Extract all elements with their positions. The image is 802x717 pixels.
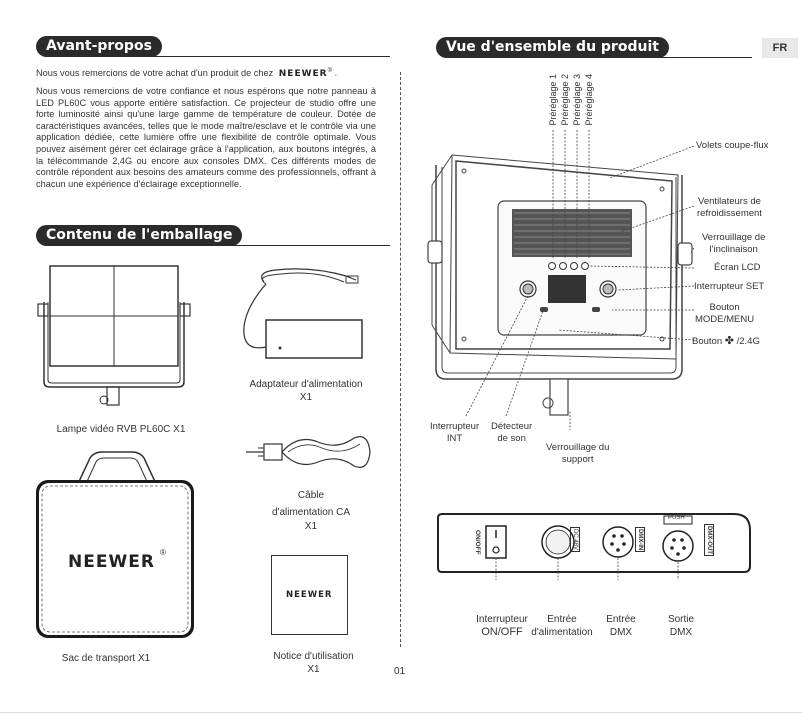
preset-4-label: Préréglage 4 — [584, 74, 594, 126]
dmx-input-caption: Entrée DMX — [596, 613, 646, 639]
lamp-illustration — [37, 265, 191, 406]
bracket-lock-line1: Verrouillage du — [546, 442, 610, 453]
foreword-heading: Avant-propos — [36, 36, 162, 57]
mode-menu-line2: MODE/MENU — [695, 314, 755, 325]
page-number: 01 — [394, 666, 406, 677]
adapter-caption: Adaptateur d'alimentation X1 — [226, 378, 386, 404]
manual-logo: NEEWER — [286, 590, 333, 600]
dmx-input-line2: DMX — [609, 627, 633, 638]
mode-menu-line1: Bouton — [709, 302, 740, 313]
bag-caption: Sac de transport X1 — [61, 653, 151, 664]
page-divider — [400, 72, 401, 647]
mode-menu-button-label: Bouton MODE/MENU — [695, 302, 754, 326]
carrying-bag-illustration — [36, 451, 194, 638]
sound-sensor-line1: Détecteur — [491, 421, 533, 432]
push-label: PUSH — [668, 515, 685, 521]
power-input-line2: d'alimentation — [531, 627, 593, 638]
lamp-caption: Lampe vidéo RVB PL60C X1 — [56, 424, 186, 435]
cable-caption-line3: X1 — [304, 521, 318, 532]
overview-heading: Vue d'ensemble du produit — [436, 37, 669, 58]
int-switch-line1: Interrupteur — [430, 421, 480, 432]
set-switch-label: Interrupteur SET — [694, 281, 765, 292]
int-switch-line2: INT — [446, 433, 463, 444]
neewer-logo-inline: NEEWER — [278, 69, 328, 80]
tilt-lock-label: Verrouillage de l'inclinaison — [702, 232, 765, 256]
dmx-output-line2: DMX — [669, 627, 693, 638]
preset-2-label: Préréglage 2 — [560, 74, 570, 126]
bluetooth-icon: ✤ — [724, 335, 734, 347]
preset-3-label: Préréglage 3 — [572, 74, 582, 126]
cooling-fans-line1: Ventilateurs de — [698, 196, 761, 207]
preset-1-label: Préréglage 1 — [548, 74, 558, 126]
sound-sensor-line2: de son — [497, 433, 526, 444]
manual-caption-line1: Notice d'utilisation — [273, 651, 354, 662]
power-switch-line2: ON/OFF — [481, 626, 523, 638]
manual-caption-line2: X1 — [307, 664, 320, 675]
adapter-caption-line1: Adaptateur d'alimentation — [249, 379, 363, 390]
dmx-output-caption: Sortie DMX — [656, 613, 706, 639]
manual-caption: Notice d'utilisation X1 — [246, 650, 381, 676]
contents-heading: Contenu de l'emballage — [36, 225, 243, 246]
foreword-intro-text: Nous vous remercions de votre achat d'un… — [36, 68, 274, 79]
foreword-paragraph: Nous vous remercions de votre confiance … — [36, 86, 376, 189]
cooling-fans-label: Ventilateurs de refroidissement — [697, 196, 762, 220]
cable-caption-line2: d'alimentation CA — [271, 507, 351, 518]
lcd-screen-label: Écran LCD — [714, 262, 761, 273]
foreword-intro: Nous vous remercions de votre achat d'un… — [36, 68, 338, 80]
bluetooth-button-suffix: /2.4G — [736, 336, 760, 347]
tilt-lock-line2: l'inclinaison — [709, 244, 758, 255]
bluetooth-button-word: Bouton — [692, 336, 723, 347]
cooling-fans-line2: refroidissement — [697, 208, 762, 219]
int-switch-label: Interrupteur INT — [430, 421, 479, 445]
bracket-lock-label: Verrouillage du support — [546, 442, 609, 466]
callout-lines — [465, 130, 695, 430]
language-tab: FR — [762, 38, 798, 58]
cable-caption-line1: Câble — [297, 490, 325, 501]
dmx-out-label: DMX-OUT — [704, 524, 714, 556]
connector-panel — [437, 513, 751, 580]
foreword-heading-rule — [120, 56, 390, 57]
overview-heading-rule — [628, 57, 752, 58]
user-manual-illustration: NEEWER — [271, 555, 348, 635]
tilt-lock-line1: Verrouillage de — [702, 232, 766, 243]
power-switch-caption: Interrupteur ON/OFF — [466, 613, 538, 639]
dmx-in-label: DMX-IN — [635, 527, 645, 553]
ac-cable-illustration — [246, 436, 371, 468]
adapter-caption-line2: X1 — [299, 392, 313, 403]
bag-logo-registered: ® — [160, 548, 166, 557]
product-rear-view — [427, 154, 693, 416]
power-adapter-illustration — [243, 268, 363, 359]
power-input-caption: Entrée d'alimentation — [526, 613, 598, 639]
on-off-side-label: ON/OFF — [474, 530, 481, 555]
page-bottom-rule — [0, 712, 802, 713]
dmx-input-line1: Entrée — [606, 614, 636, 625]
bluetooth-button-label: Bouton ✤ /2.4G — [692, 335, 760, 348]
dc-in-label: DC 48V — [570, 527, 580, 553]
sound-sensor-label: Détecteur de son — [491, 421, 532, 445]
power-switch-line1: Interrupteur — [476, 614, 528, 625]
contents-heading-rule — [196, 245, 390, 246]
bag-logo: NEEWER — [68, 552, 155, 572]
cable-caption: Câble d'alimentation CA X1 — [236, 487, 386, 532]
power-input-line1: Entrée — [547, 614, 577, 625]
dmx-output-line1: Sortie — [667, 614, 695, 625]
barn-doors-label: Volets coupe-flux — [696, 140, 769, 151]
bracket-lock-line2: support — [561, 454, 594, 465]
